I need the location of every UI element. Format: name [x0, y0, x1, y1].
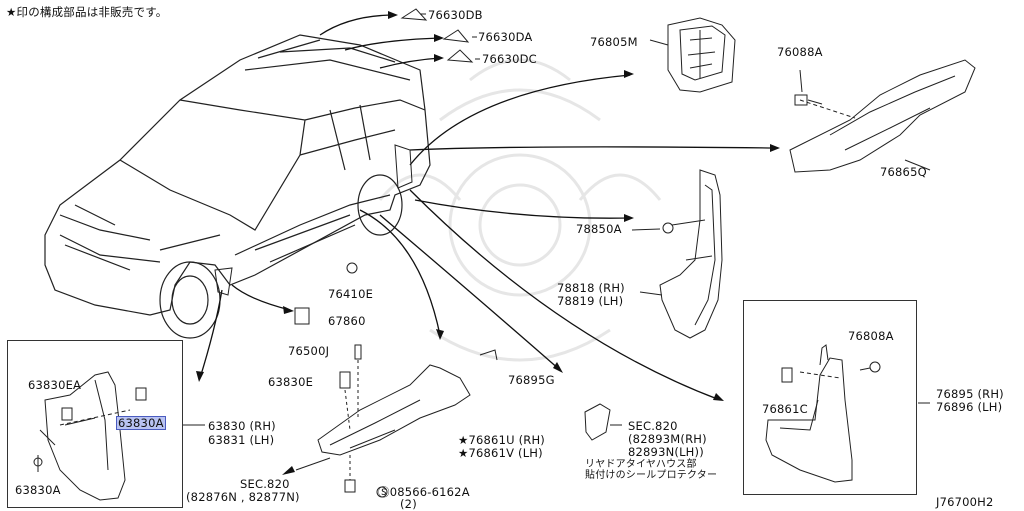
non-sale-note: ★印の構成部品は非販売です。: [6, 5, 168, 19]
label-82893N: 82893N(LH)): [628, 445, 704, 459]
label-76861V: ★76861V (LH): [458, 446, 543, 460]
label-76861U: ★76861U (RH): [458, 433, 545, 447]
part-76865Q-drawing: [789, 59, 976, 173]
label-63830A-highlighted[interactable]: 63830A: [116, 416, 166, 430]
mud-guard-rear-box: [743, 300, 917, 495]
part-76861U-drawing: [295, 344, 498, 498]
label-63830: 63830 (RH): [208, 419, 276, 433]
arrowheads: [196, 11, 780, 475]
label-76895: 76895 (RH): [936, 387, 1004, 401]
label-82893M: (82893M(RH): [628, 432, 707, 446]
label-leaders: [182, 13, 930, 426]
label-76896: 76896 (LH): [936, 400, 1003, 414]
label-63831: 63831 (LH): [208, 433, 275, 447]
label-76630DC: 76630DC: [482, 52, 537, 66]
body-small-parts: [214, 144, 413, 325]
label-67860: 67860: [328, 314, 366, 328]
part-78818-drawing: [631, 169, 723, 339]
label-76861C: 76861C: [762, 402, 808, 416]
label-76500J: 76500J: [288, 344, 330, 358]
label-76410E: 76410E: [328, 287, 374, 301]
label-sec820-seal[interactable]: SEC.820: [628, 419, 678, 433]
label-63830A: 63830A: [15, 483, 61, 497]
screw-symbol-icon: Ⓢ: [378, 485, 390, 499]
label-78818: 78818 (RH): [557, 281, 625, 295]
leader-arrows: [199, 14, 776, 401]
seal-desc-line2: 貼付けのシールプロテクター: [585, 470, 718, 481]
label-78850A: 78850A: [576, 222, 622, 236]
label-08566: Ⓢ08566-6162A: [378, 486, 470, 498]
label-76895G: 76895G: [508, 373, 555, 387]
label-82876N-82877N: (82876N , 82877N): [186, 490, 300, 504]
label-76808A: 76808A: [848, 329, 894, 343]
label-76630DB: 76630DB: [428, 8, 483, 22]
diagram-id: J76700H2: [936, 495, 994, 509]
mud-guard-front-box: [7, 340, 183, 508]
vehicle-drawing: [44, 34, 431, 339]
label-08566-qty: (2): [400, 497, 417, 511]
label-63830EA: 63830EA: [28, 378, 82, 392]
label-76630DA: 76630DA: [478, 30, 533, 44]
label-76805M: 76805M: [590, 35, 638, 49]
label-76088A: 76088A: [777, 45, 823, 59]
seal-protector-drawing: [584, 403, 611, 441]
label-sec820-fasteners[interactable]: SEC.820: [240, 477, 290, 491]
part-63830-drawing: [33, 371, 147, 501]
seal-desc-line1: リヤドアタイヤハウス部: [585, 459, 697, 470]
part-76805M-drawing: [649, 17, 736, 93]
label-63830E: 63830E: [268, 375, 314, 389]
label-78819: 78819 (LH): [557, 294, 624, 308]
label-76865Q: 76865Q: [880, 165, 927, 179]
watermark-emblem: [378, 58, 662, 362]
part-76895-drawing: [765, 344, 881, 483]
label-08566-number: 08566-6162A: [389, 485, 470, 499]
